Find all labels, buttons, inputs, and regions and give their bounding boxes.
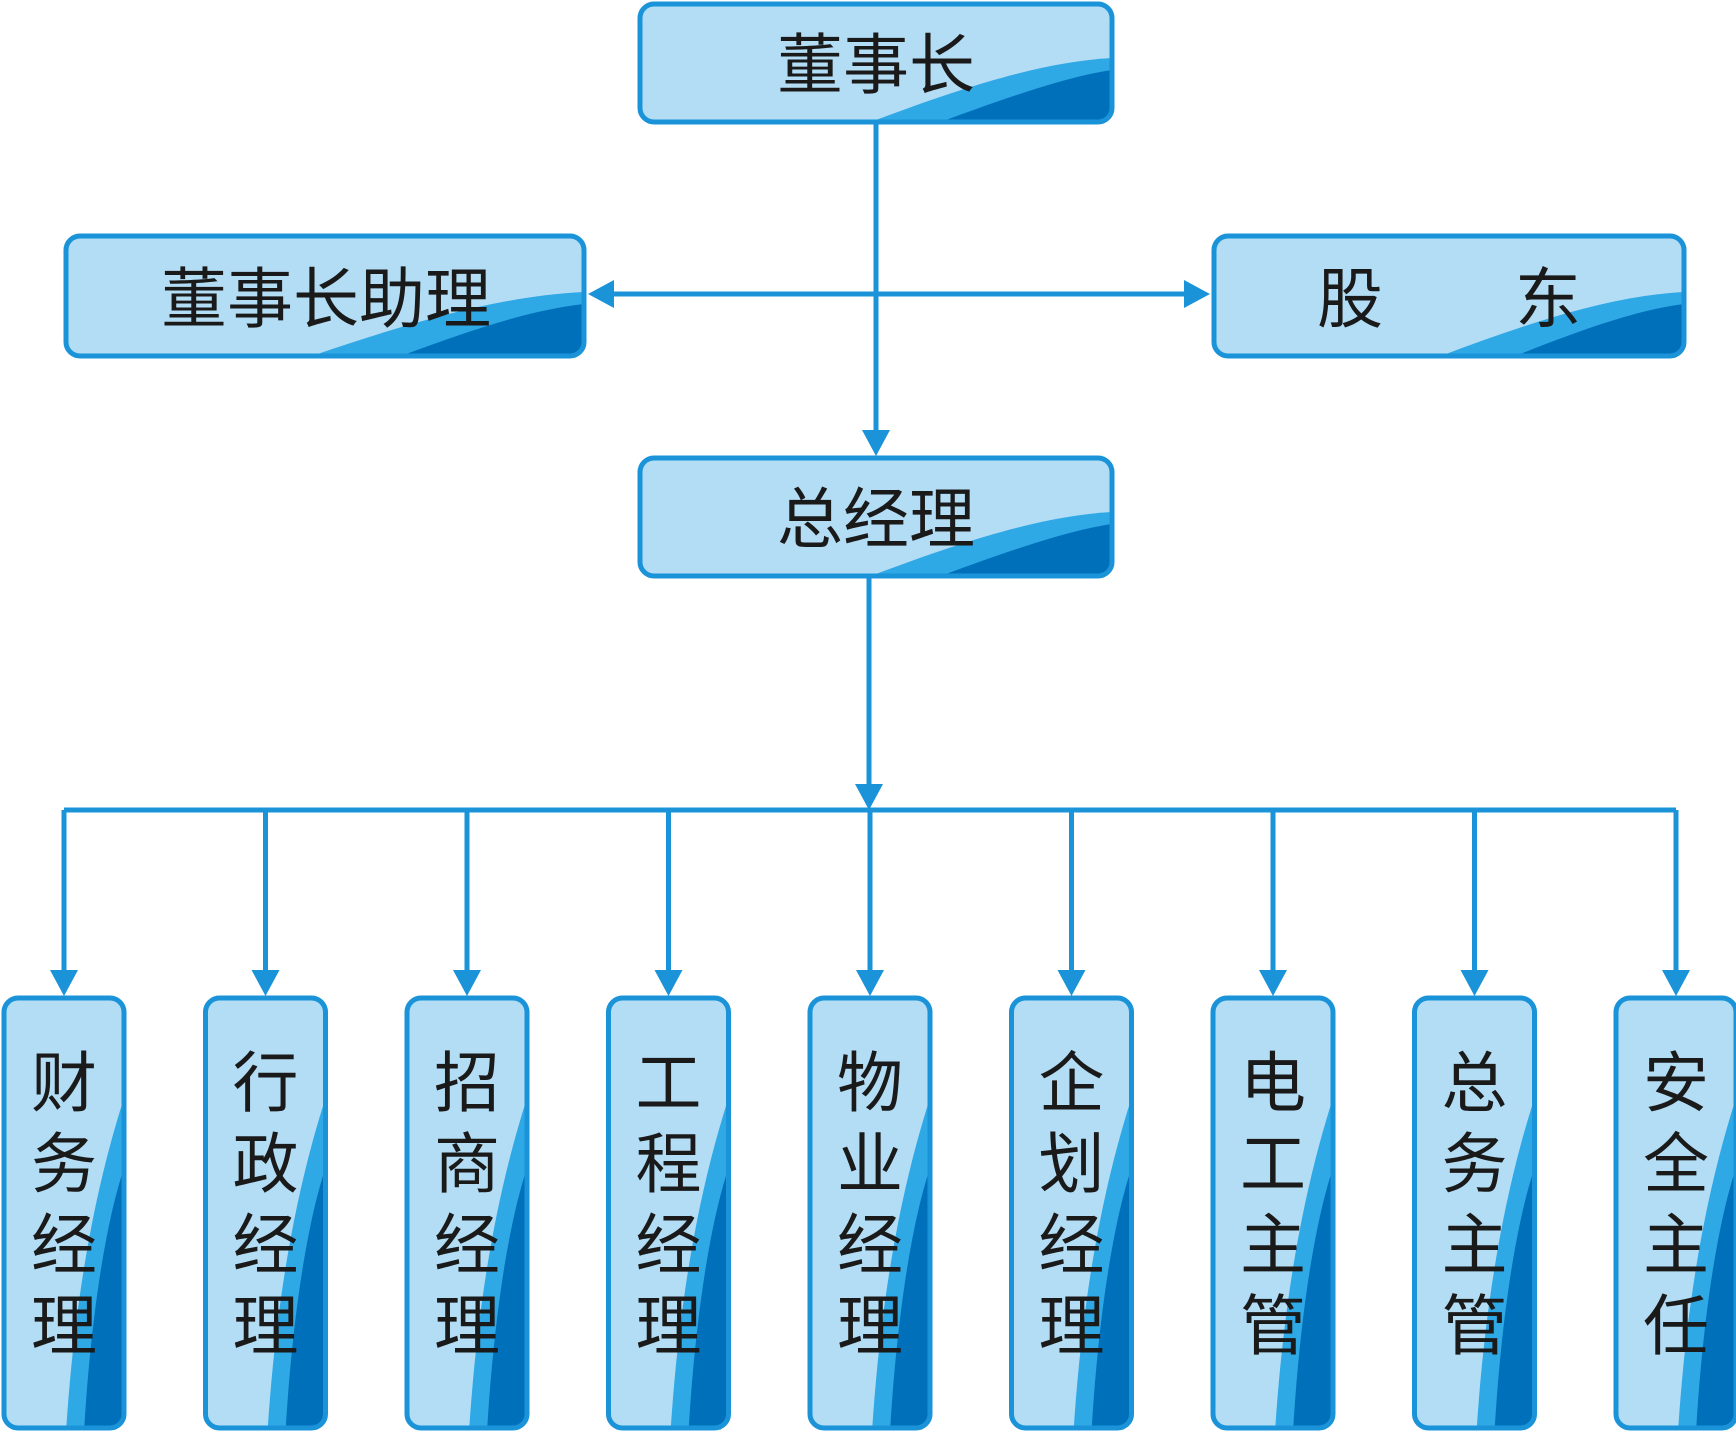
- department-box: 招商经理: [404, 995, 530, 1431]
- connector-lines: [50, 124, 1690, 996]
- department-row: 财务经理 行政经理 招商经理 工程经理 物业经理 企划经理 电工主管 总务主管 安全主任: [1, 995, 1736, 1431]
- department-box: 企划经理: [1009, 995, 1134, 1431]
- gm-label: 总经理: [777, 481, 975, 558]
- arrow-to-department: [1259, 970, 1287, 996]
- department-label: 工程经理: [636, 1045, 702, 1365]
- arrow-to-gm: [862, 430, 890, 456]
- arrow-to-assistant: [588, 280, 614, 308]
- node-shareholder: 股 东: [1211, 233, 1687, 359]
- department-box: 物业经理: [807, 995, 933, 1431]
- chairman-label: 董事长: [777, 27, 975, 104]
- node-general-manager: 总经理: [637, 455, 1115, 579]
- arrow-to-bus: [855, 784, 883, 810]
- department-label: 电工主管: [1240, 1045, 1306, 1365]
- department-label: 招商经理: [434, 1045, 500, 1365]
- arrow-to-department: [1662, 970, 1690, 996]
- department-label: 财务经理: [31, 1045, 97, 1365]
- department-box: 财务经理: [1, 995, 127, 1431]
- department-box: 行政经理: [203, 995, 328, 1431]
- department-label: 总务主管: [1442, 1045, 1508, 1365]
- arrow-to-shareholder: [1184, 280, 1210, 308]
- arrow-to-department: [251, 970, 280, 996]
- arrow-to-department: [50, 970, 78, 996]
- node-chairman: 董事长: [637, 1, 1115, 125]
- assistant-label: 董事长助理: [161, 261, 491, 338]
- department-label: 物业经理: [837, 1045, 903, 1365]
- arrow-to-department: [1460, 970, 1489, 996]
- arrow-to-department: [1057, 970, 1086, 996]
- shareholder-label: 股 东: [1317, 261, 1581, 338]
- arrow-to-department: [654, 970, 683, 996]
- department-label: 安全主任: [1643, 1045, 1709, 1365]
- arrow-to-department: [856, 970, 884, 996]
- arrow-to-department: [453, 970, 481, 996]
- department-label: 行政经理: [233, 1045, 299, 1365]
- node-assistant: 董事长助理: [63, 233, 587, 359]
- department-label: 企划经理: [1039, 1045, 1105, 1365]
- department-box: 安全主任: [1613, 995, 1736, 1431]
- department-box: 电工主管: [1210, 995, 1336, 1431]
- department-box: 工程经理: [606, 995, 731, 1431]
- department-box: 总务主管: [1412, 995, 1537, 1431]
